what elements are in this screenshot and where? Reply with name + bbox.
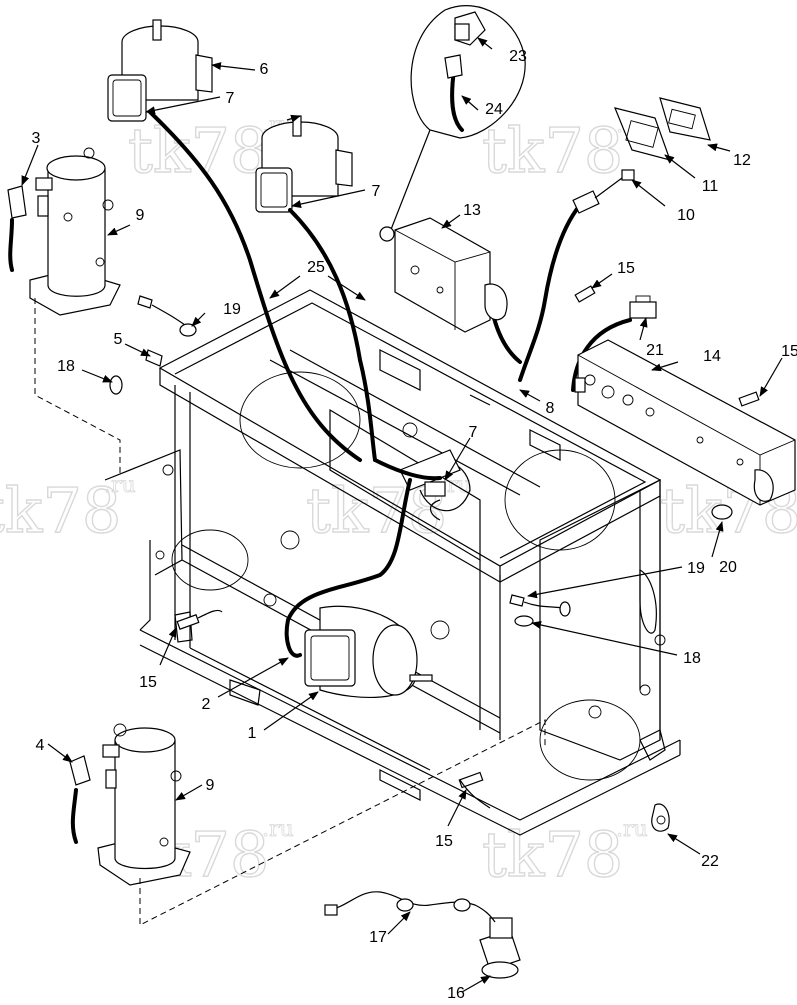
callout-16: 16 (447, 985, 465, 1000)
svg-text:tk78: tk78 (0, 474, 121, 547)
watermark-mid-left: tk78 .ru (0, 473, 136, 548)
callout-19-left: 19 (223, 301, 241, 318)
compressor-top (29, 147, 121, 316)
callout-1: 1 (248, 725, 257, 742)
motor-top-right (255, 115, 353, 213)
watermark-bottom-right: tk78 .ru (481, 817, 648, 892)
wire-harness (148, 68, 632, 658)
callout-6: 6 (260, 61, 269, 78)
leader-lines (21, 37, 783, 993)
svg-text:.ru: .ru (616, 817, 648, 842)
callout-9-bottom: 9 (206, 777, 215, 794)
callout-5: 5 (114, 331, 123, 348)
dashed-lines (34, 298, 546, 926)
compressor-bottom (97, 723, 191, 886)
callout-15-bottom: 15 (435, 833, 453, 850)
display-assembly (614, 97, 711, 161)
callout-19-right: 19 (687, 560, 705, 577)
callout-12: 12 (733, 152, 751, 169)
callout-7-motor-left: 7 (226, 90, 235, 107)
callout-15-right: 15 (781, 343, 797, 360)
callout-21: 21 (646, 342, 664, 359)
callout-24: 24 (485, 101, 503, 118)
callout-9-top: 9 (136, 207, 145, 224)
callout-8: 8 (546, 400, 555, 417)
callout-18-right: 18 (683, 650, 701, 667)
callout-18-left: 18 (57, 358, 75, 375)
callout-25: 25 (307, 259, 325, 276)
motor-inner-connector (399, 449, 461, 497)
callout-20: 20 (719, 559, 737, 576)
svg-text:.ru: .ru (104, 473, 136, 498)
callout-15-top: 15 (617, 260, 635, 277)
svg-text:.ru: .ru (262, 817, 294, 842)
callout-4: 4 (36, 737, 45, 754)
callout-13: 13 (463, 202, 481, 219)
connector-21 (629, 295, 657, 319)
motor-top-left (107, 19, 213, 122)
callout-2: 2 (202, 696, 211, 713)
svg-text:tk78: tk78 (128, 114, 269, 187)
callout-17: 17 (369, 929, 387, 946)
small-parts (7, 185, 760, 979)
detail-circle (379, 5, 526, 242)
callout-3: 3 (32, 130, 41, 147)
callout-10: 10 (677, 207, 695, 224)
svg-text:tk78: tk78 (482, 114, 623, 187)
callout-11: 11 (702, 178, 719, 195)
junction-box (574, 339, 796, 506)
main-frame (104, 289, 681, 836)
callout-labels: 3 9 6 7 7 25 19 5 18 23 24 13 12 11 10 1… (32, 48, 797, 1002)
callout-14: 14 (703, 348, 721, 365)
callout-23: 23 (509, 48, 527, 65)
svg-text:tk78: tk78 (482, 818, 623, 891)
connector-10 (572, 169, 635, 214)
callout-7-motor-right: 7 (372, 183, 381, 200)
control-box (394, 217, 508, 333)
callout-15-left: 15 (139, 674, 157, 691)
callout-7-center: 7 (469, 424, 478, 441)
motor-evaporator (304, 605, 433, 698)
callout-22: 22 (701, 853, 719, 870)
